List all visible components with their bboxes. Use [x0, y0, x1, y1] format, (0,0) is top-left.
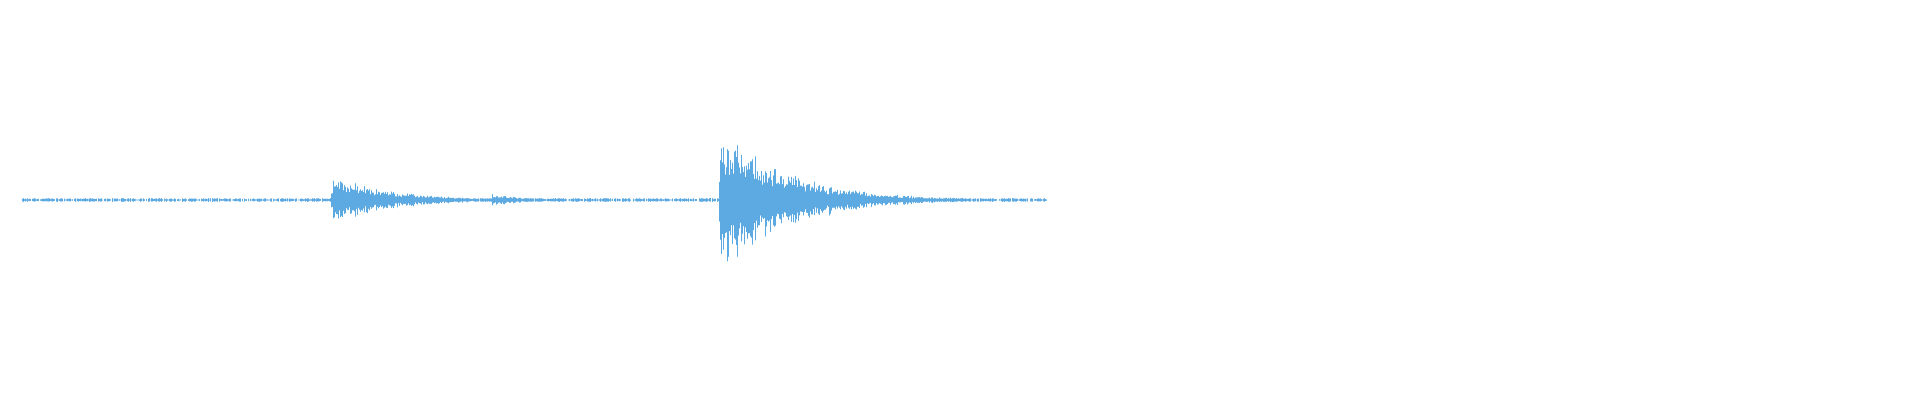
waveform-samples — [22, 145, 1047, 262]
